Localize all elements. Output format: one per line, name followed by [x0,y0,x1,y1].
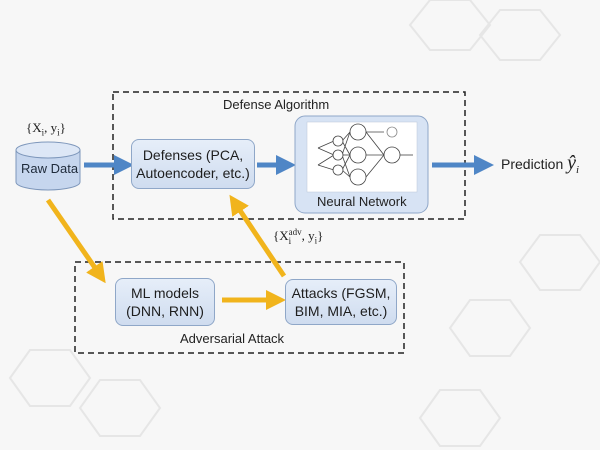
defenses-line1: Defenses (PCA, [142,147,244,163]
arrow-raw-to-ml-models [45,198,106,284]
ml-models-line1: ML models [131,285,199,301]
neural-network-label: Neural Network [317,194,407,209]
attack-region [74,261,405,354]
prediction-label: Prediction ŷi [501,152,580,176]
raw-data-label: Raw Data [21,161,79,176]
attacks-box: Attacks (FGSM, BIM, MIA, etc.) [285,279,397,325]
defenses-box: Defenses (PCA, Autoencoder, etc.) [131,139,255,189]
defense-region-label: Defense Algorithm [223,97,330,112]
raw-data-cylinder [15,141,81,191]
ml-models-line2: (DNN, RNN) [126,303,204,319]
attack-region-label: Adversarial Attack [180,331,285,346]
attacks-line2: BIM, MIA, etc.) [294,303,388,319]
ml-models-box: ML models (DNN, RNN) [115,278,215,326]
defenses-line2: Autoencoder, etc.) [136,165,250,181]
arrow-attacks-to-defenses [229,194,287,278]
input-set-label: {Xi, yi} [26,120,66,138]
neural-network-icon [317,123,413,186]
attacks-line1: Attacks (FGSM, [291,285,391,301]
defense-region [112,91,466,220]
